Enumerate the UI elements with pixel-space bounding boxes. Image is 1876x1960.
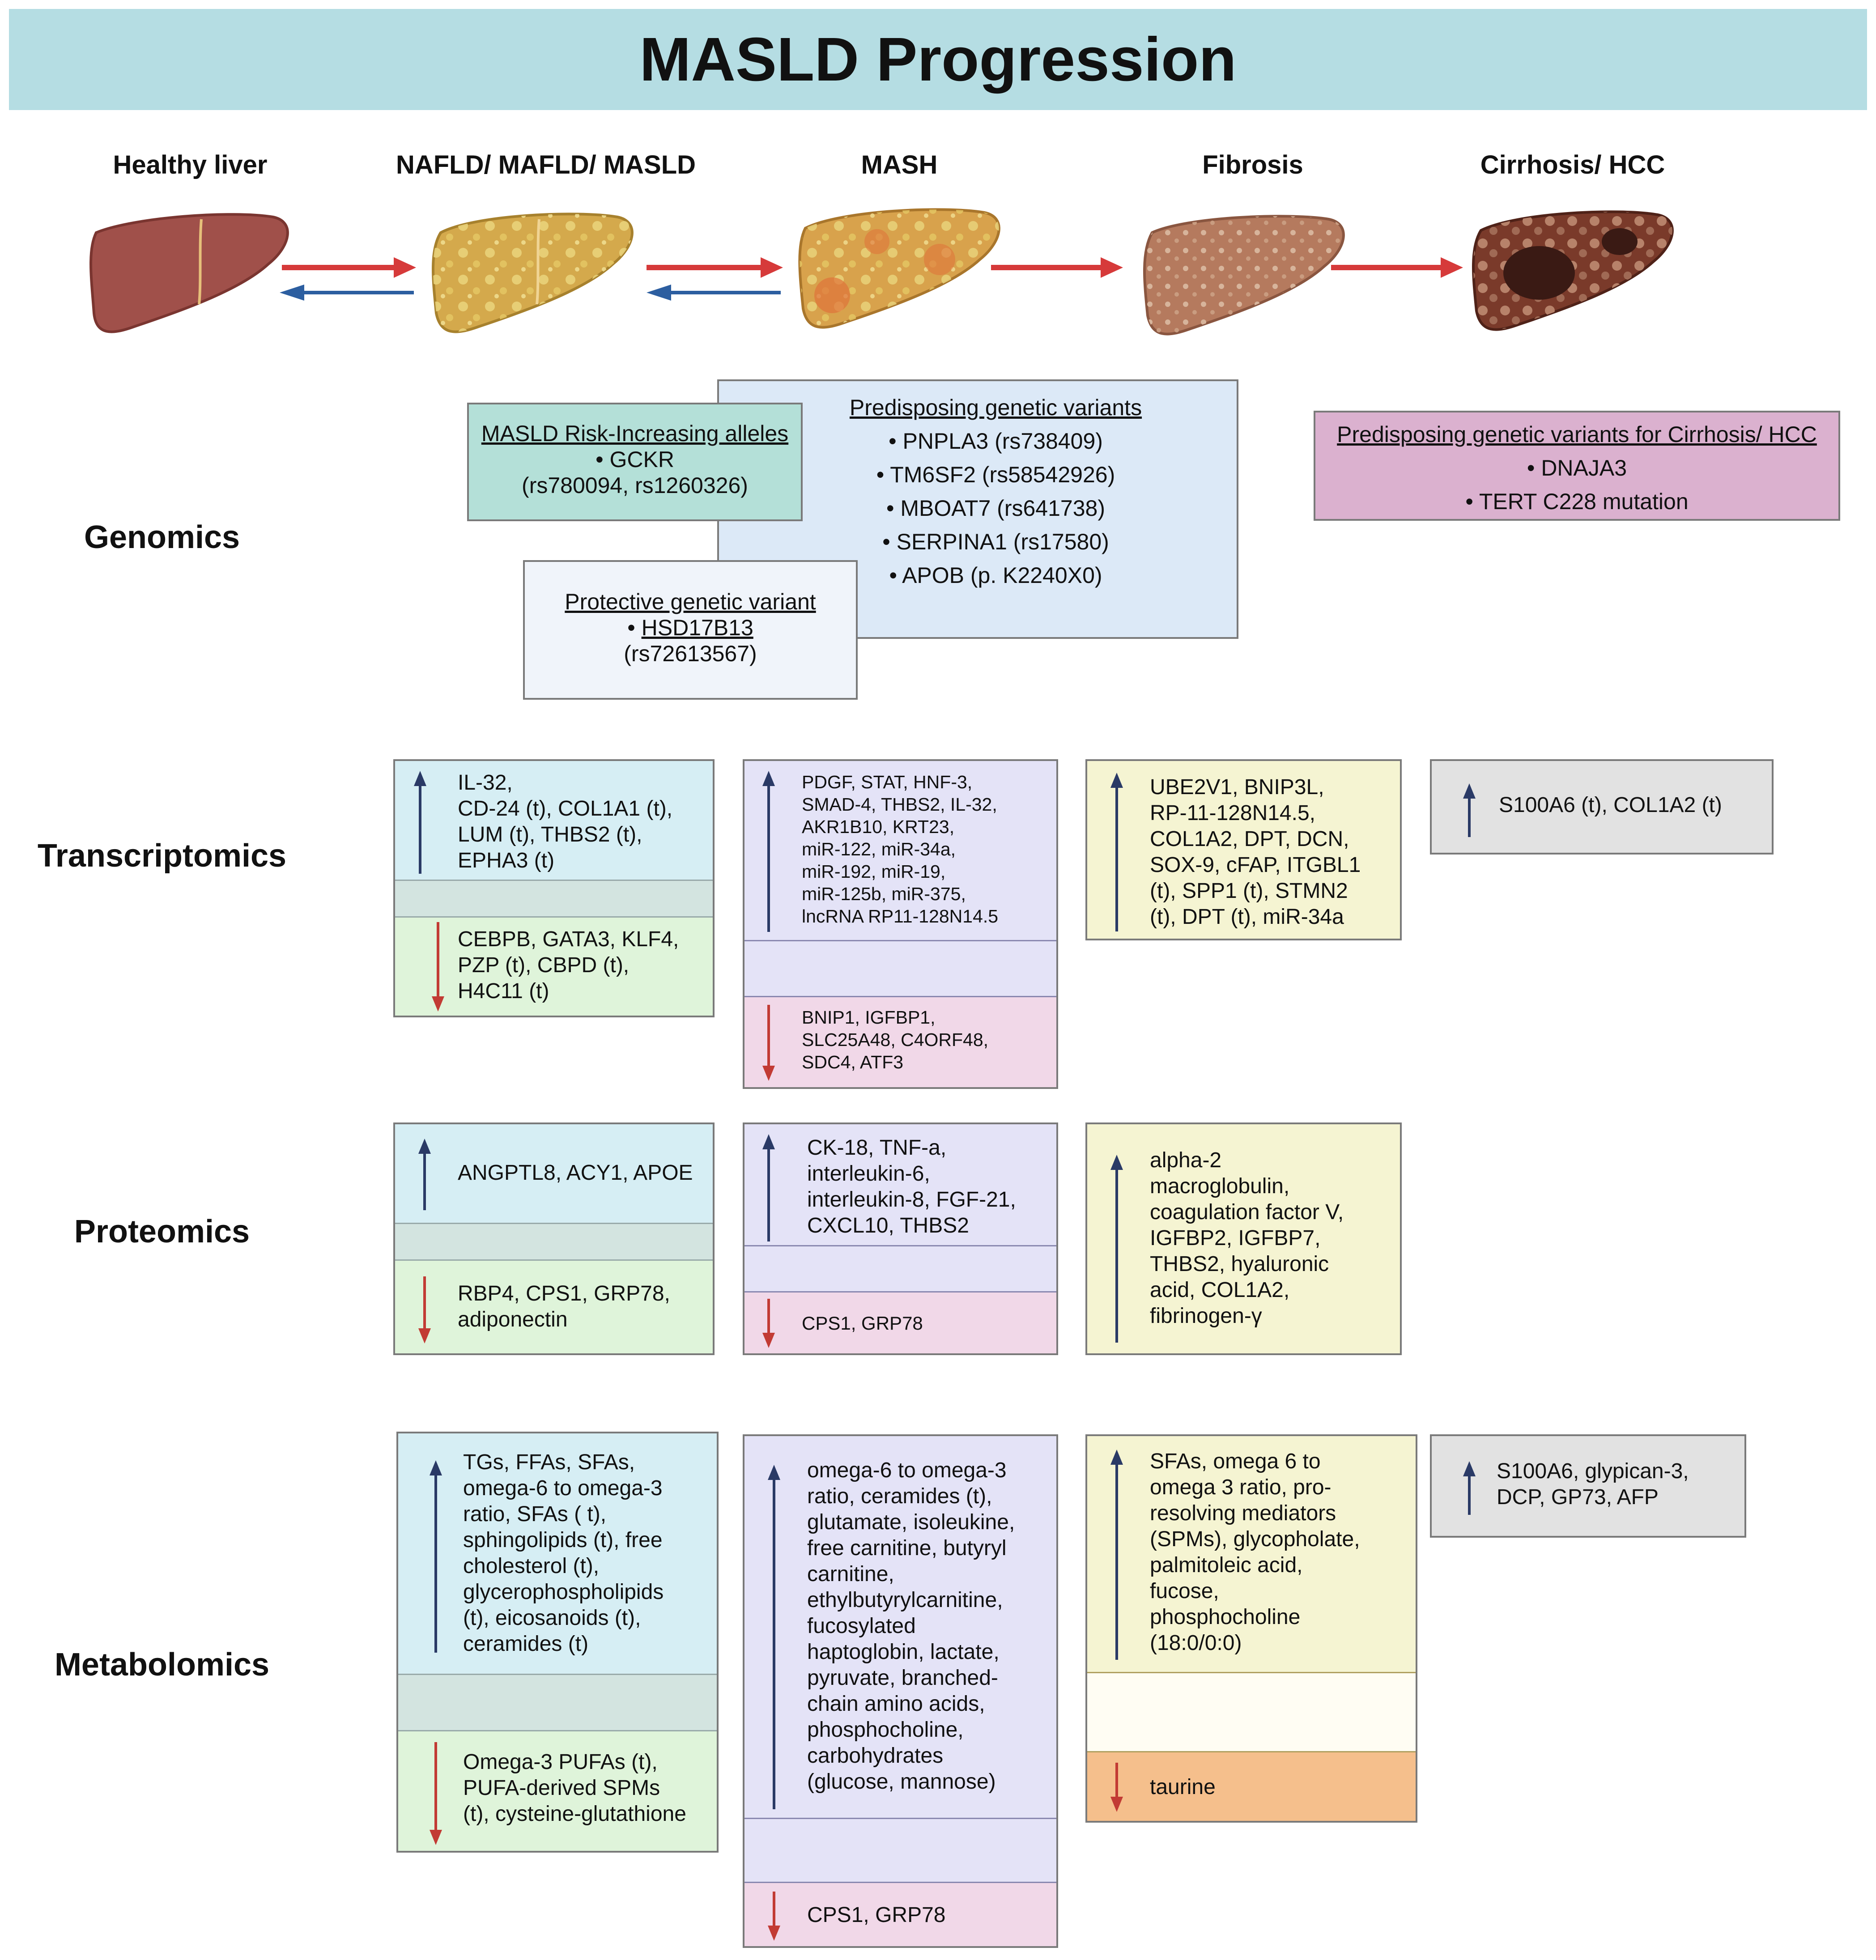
stage-label-masld: NAFLD/ MAFLD/ MASLD: [396, 150, 696, 179]
down-arrow-icon: [762, 1005, 775, 1081]
up-arrow-icon: [1463, 1461, 1476, 1515]
proteomics-mash-down-list: CPS1, GRP78: [802, 1313, 923, 1334]
row-label-metabolomics: Metabolomics: [54, 1647, 270, 1683]
metabolomics-fibrosis-down-list: taurine: [1150, 1775, 1216, 1799]
down-band: [398, 1731, 717, 1851]
transcriptomics-mash-group: PDGF, STAT, HNF-3,SMAD-4, THBS2, IL-32, …: [743, 759, 1058, 1089]
down-band: [744, 1883, 1056, 1946]
up-arrow-icon: [418, 1139, 431, 1210]
metabolomics-masld-up-list: TGs, FFAs, SFAs,omega-6 to omega-3 ratio…: [463, 1450, 664, 1656]
down-arrow-icon: [1110, 1763, 1123, 1812]
protective-item: • HSD17B13: [627, 615, 753, 640]
divider-band: [744, 1245, 1056, 1292]
stage-label-healthy: Healthy liver: [113, 150, 268, 179]
down-band: [395, 1261, 713, 1353]
proteomics-masld-group: ANGPTL8, ACY1, APOE RBP4, CPS1, GRP78,ad…: [393, 1122, 715, 1355]
proteomics-mash-up-list: CK-18, TNF-a,interleukin-6, interleukin-…: [807, 1136, 1016, 1237]
down-arrow-icon: [762, 1299, 775, 1348]
predisposing-item: • SERPINA1 (rs17580): [882, 529, 1109, 554]
metabolomics-cirrhosis-group: S100A6, glypican-3,DCP, GP73, AFP: [1430, 1434, 1746, 1538]
predisposing-item: • APOB (p. K2240X0): [889, 563, 1102, 588]
transcriptomics-masld-up-list: IL-32,CD-24 (t), COL1A1 (t), LUM (t), TH…: [458, 771, 673, 872]
stage-label-mash: MASH: [861, 150, 938, 179]
up-arrow-icon: [1110, 773, 1123, 931]
metabolomics-mash-down-list: CPS1, GRP78: [807, 1903, 946, 1927]
up-arrow-icon: [1110, 1450, 1123, 1660]
down-arrow-icon: [432, 922, 444, 1012]
metabolomics-cirrhosis-up-list: S100A6, glypican-3,DCP, GP73, AFP: [1497, 1459, 1689, 1509]
up-arrow-icon: [768, 1465, 780, 1809]
protective-item: (rs72613567): [624, 641, 757, 666]
transcriptomics-masld-group: IL-32,CD-24 (t), COL1A1 (t), LUM (t), TH…: [393, 759, 715, 1017]
transcriptomics-cirrhosis-up-list: S100A6 (t), COL1A2 (t): [1499, 793, 1722, 817]
predisposing-heading: Predisposing genetic variants: [849, 395, 1142, 420]
down-arrow-icon: [768, 1892, 780, 1941]
risk-heading: MASLD Risk-Increasing alleles: [481, 421, 789, 446]
up-arrow-icon: [762, 1134, 775, 1241]
predisposing-item: • MBOAT7 (rs641738): [886, 496, 1105, 521]
cirrhosis-variants-box: Predisposing genetic variants for Cirrho…: [1314, 411, 1840, 521]
transcriptomics-masld-down-list: CEBPB, GATA3, KLF4,PZP (t), CBPD (t), H4…: [458, 927, 679, 1003]
mash-liver-icon: [798, 208, 1000, 329]
protective-heading: Protective genetic variant: [565, 589, 816, 614]
stage-label-cirrhosis: Cirrhosis/ HCC: [1480, 150, 1665, 179]
transcriptomics-fibrosis-group: UBE2V1, BNIP3L,RP-11-128N14.5, COL1A2, D…: [1085, 759, 1402, 940]
risk-item: (rs780094, rs1260326): [522, 473, 748, 498]
row-label-proteomics: Proteomics: [74, 1214, 250, 1250]
divider-band: [395, 880, 713, 918]
down-band: [1087, 1752, 1416, 1821]
down-band: [744, 1292, 1056, 1353]
masld-liver-icon: [432, 213, 634, 333]
divider-band: [1087, 1672, 1416, 1752]
proteomics-mash-group: CK-18, TNF-a,interleukin-6, interleukin-…: [743, 1122, 1058, 1355]
protective-variant-box: Protective genetic variant • HSD17B13 (r…: [523, 560, 858, 700]
title-bar: MASLD Progression: [9, 9, 1867, 110]
down-arrow-icon: [418, 1276, 431, 1344]
up-arrow-icon: [430, 1460, 442, 1653]
divider-band: [398, 1674, 717, 1731]
divider-band: [744, 1818, 1056, 1883]
up-arrow-icon: [762, 771, 775, 932]
transcriptomics-mash-down-list: BNIP1, IGFBP1,SLC25A48, C4ORF48, SDC4, A…: [802, 1007, 989, 1072]
row-label-transcriptomics: Transcriptomics: [37, 838, 287, 874]
risk-alleles-box: MASLD Risk-Increasing alleles • GCKR (rs…: [467, 403, 803, 521]
predisposing-item: • TM6SF2 (rs58542926): [876, 462, 1115, 487]
up-arrow-icon: [1463, 783, 1476, 837]
cirrhosis-variant-item: • DNAJA3: [1527, 455, 1627, 480]
liver-illustration-strip: [89, 208, 1674, 336]
transcriptomics-fibrosis-up-list: UBE2V1, BNIP3L,RP-11-128N14.5, COL1A2, D…: [1150, 775, 1361, 929]
page-title: MASLD Progression: [639, 25, 1237, 94]
transcriptomics-mash-up-list: PDGF, STAT, HNF-3,SMAD-4, THBS2, IL-32, …: [802, 772, 999, 927]
up-arrow-icon: [1110, 1155, 1123, 1343]
divider-band: [395, 1223, 713, 1261]
cirrhosis-variants-heading: Predisposing genetic variants for Cirrho…: [1337, 422, 1817, 447]
metabolomics-masld-down-list: Omega-3 PUFAs (t),PUFA-derived SPMs (t),…: [463, 1750, 686, 1826]
healthy-liver-icon: [89, 213, 289, 333]
metabolomics-masld-group: TGs, FFAs, SFAs,omega-6 to omega-3 ratio…: [396, 1432, 719, 1853]
cirrhosis-liver-icon: [1472, 210, 1674, 331]
row-label-genomics: Genomics: [84, 519, 240, 555]
proteomics-masld-up-list: ANGPTL8, ACY1, APOE: [458, 1161, 693, 1185]
predisposing-variants-box: Predisposing genetic variants • PNPLA3 (…: [717, 379, 1238, 639]
down-band: [744, 997, 1056, 1087]
down-band: [395, 918, 713, 1016]
transcriptomics-cirrhosis-group: S100A6 (t), COL1A2 (t): [1430, 759, 1774, 855]
fibrosis-liver-icon: [1143, 215, 1345, 336]
cirrhosis-variant-item: • TERT C228 mutation: [1465, 489, 1689, 514]
predisposing-item: • PNPLA3 (rs738409): [889, 429, 1103, 454]
stage-label-fibrosis: Fibrosis: [1202, 150, 1303, 179]
proteomics-masld-down-list: RBP4, CPS1, GRP78,adiponectin: [458, 1282, 670, 1331]
divider-band: [744, 940, 1056, 997]
up-arrow-icon: [414, 771, 426, 874]
down-arrow-icon: [430, 1742, 442, 1845]
risk-item: • GCKR: [596, 447, 674, 472]
